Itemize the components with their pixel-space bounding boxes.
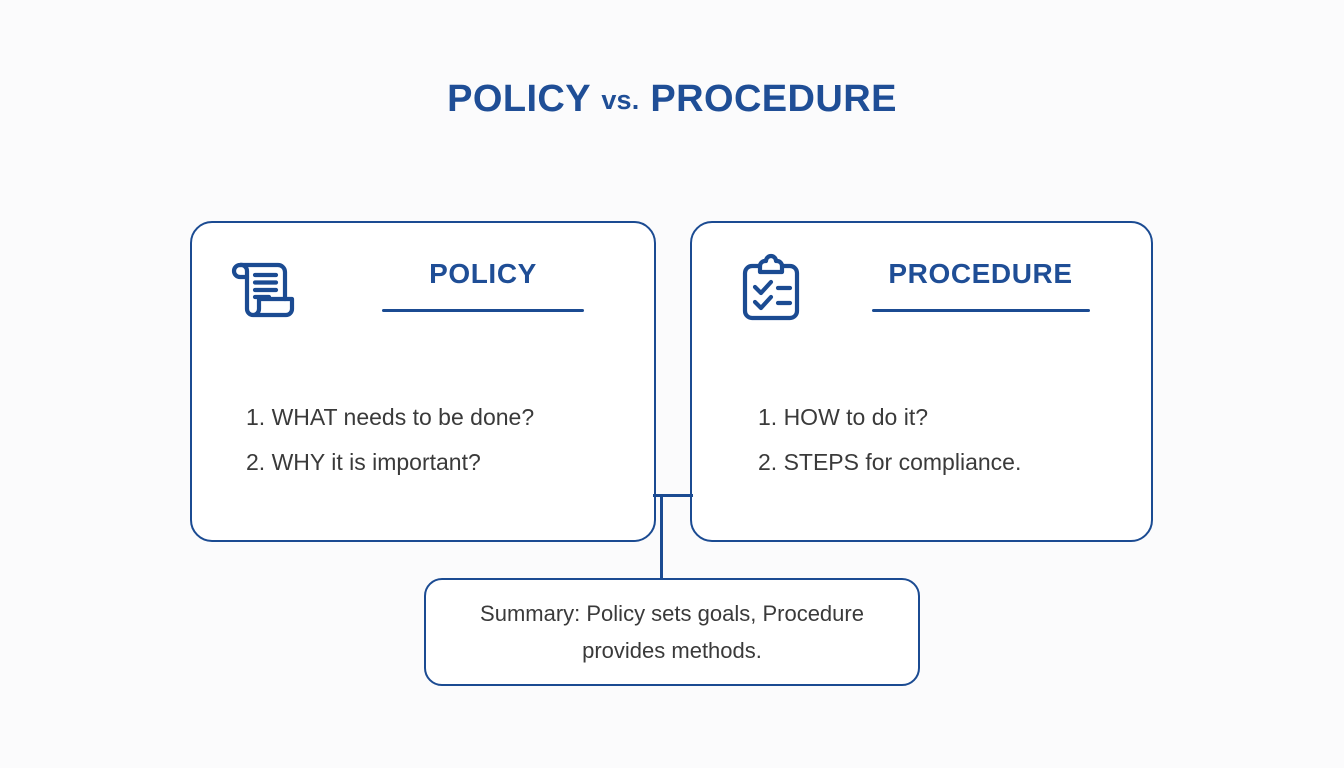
card-policy-title: POLICY: [429, 258, 537, 289]
card-policy[interactable]: POLICY 1. WHAT needs to be done? 2. WHY …: [190, 221, 656, 542]
list-item: 1. WHAT needs to be done?: [246, 404, 535, 430]
card-procedure-title-wrap: PROCEDURE: [834, 257, 1127, 312]
card-procedure[interactable]: PROCEDURE 1. HOW to do it? 2. STEPS for …: [690, 221, 1153, 542]
card-procedure-list: 1. HOW to do it? 2. STEPS for compliance…: [758, 395, 1131, 485]
clipboard-checklist-icon: [738, 253, 804, 327]
card-policy-header: POLICY: [192, 245, 654, 341]
card-policy-list: 1. WHAT needs to be done? 2. WHY it is i…: [246, 395, 634, 485]
list-item: 2. WHY it is important?: [246, 449, 481, 475]
card-procedure-title-underline: [871, 309, 1090, 312]
summary-line-1: Summary: Policy sets goals, Procedure: [480, 601, 864, 626]
card-procedure-title: PROCEDURE: [888, 258, 1073, 289]
card-policy-title-wrap: POLICY: [342, 257, 624, 312]
list-item: 1. HOW to do it?: [758, 404, 929, 430]
scroll-document-icon: [226, 253, 300, 327]
card-procedure-header: PROCEDURE: [692, 245, 1151, 341]
page-title: POLICY vs. PROCEDURE: [0, 78, 1344, 121]
page-title-policy: POLICY: [447, 78, 591, 120]
summary-box[interactable]: Summary: Policy sets goals, Procedure pr…: [424, 578, 920, 686]
card-policy-title-underline: [382, 309, 584, 312]
list-item: 2. STEPS for compliance.: [758, 449, 1022, 475]
summary-text: Summary: Policy sets goals, Procedure pr…: [426, 595, 918, 669]
page-title-procedure: PROCEDURE: [650, 78, 897, 120]
connector-stem-vertical: [660, 497, 663, 581]
connector-bridge-horizontal: [653, 494, 693, 497]
page-title-vs: vs.: [601, 85, 640, 115]
summary-line-2: provides methods.: [582, 638, 762, 663]
